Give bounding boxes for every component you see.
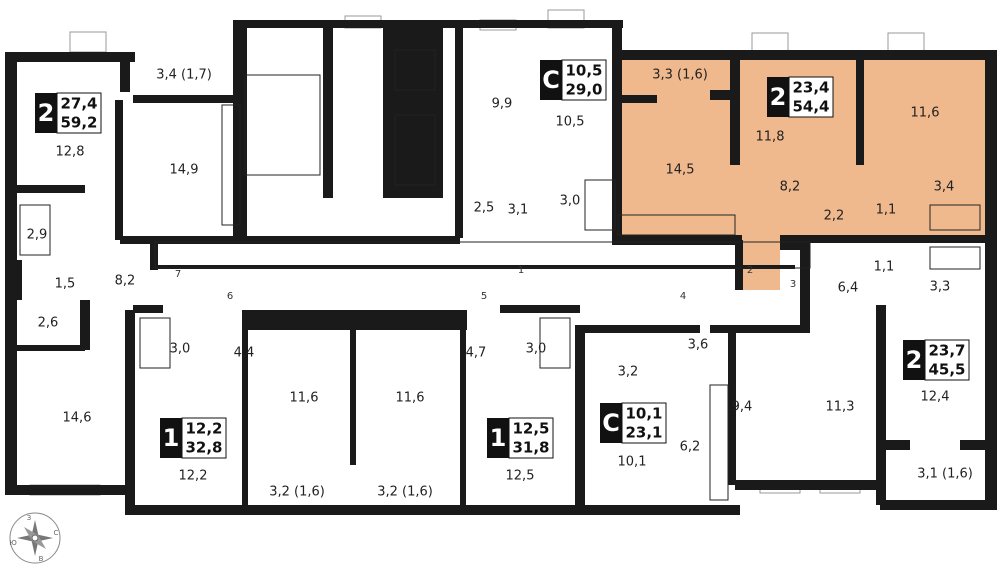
room-area: 11,6 bbox=[396, 391, 425, 406]
svg-text:С: С bbox=[542, 66, 560, 94]
svg-text:В: В bbox=[39, 555, 44, 563]
door-numbers: 1 2 3 4 5 6 7 bbox=[175, 265, 796, 302]
apartment-badge[interactable]: 1 12,2 32,8 bbox=[160, 417, 227, 459]
door-number: 5 bbox=[481, 291, 487, 302]
apartment-badge[interactable]: 2 23,7 45,5 bbox=[903, 339, 970, 381]
room-area: 2,6 bbox=[38, 316, 59, 331]
svg-text:1: 1 bbox=[163, 424, 180, 452]
room-area: 9,9 bbox=[492, 97, 513, 112]
room-area: 1,1 bbox=[874, 260, 895, 275]
svg-text:31,8: 31,8 bbox=[512, 439, 549, 457]
room-area: 14,6 bbox=[63, 411, 92, 426]
room-area: 10,1 bbox=[618, 455, 647, 470]
room-area: 2,2 bbox=[824, 209, 845, 224]
apartment-badge[interactable]: С 10,1 23,1 bbox=[600, 402, 667, 444]
room-area: 6,2 bbox=[680, 440, 701, 455]
svg-text:23,1: 23,1 bbox=[625, 424, 662, 442]
room-area: 1,5 bbox=[55, 277, 76, 292]
room-area: 11,3 bbox=[826, 400, 855, 415]
room-area: 11,6 bbox=[911, 106, 940, 121]
room-area: 9,4 bbox=[732, 400, 753, 415]
room-area: 11,6 bbox=[290, 391, 319, 406]
room-area: 14,9 bbox=[170, 163, 199, 178]
svg-text:45,5: 45,5 bbox=[928, 361, 965, 379]
room-area: 12,4 bbox=[921, 390, 950, 405]
room-area: 2,9 bbox=[27, 228, 48, 243]
svg-text:С: С bbox=[54, 529, 59, 537]
room-area: 3,2 bbox=[618, 365, 639, 380]
svg-text:27,4: 27,4 bbox=[60, 95, 97, 113]
svg-text:З: З bbox=[27, 514, 32, 522]
svg-text:32,8: 32,8 bbox=[185, 439, 222, 457]
room-area: 3,3 bbox=[930, 280, 951, 295]
room-area: 12,2 bbox=[179, 469, 208, 484]
door-number: 7 bbox=[175, 269, 181, 280]
room-area: 8,2 bbox=[780, 180, 801, 195]
room-area: 3,0 bbox=[560, 194, 581, 209]
room-area: 3,0 bbox=[526, 342, 547, 357]
svg-text:59,2: 59,2 bbox=[60, 114, 97, 132]
room-area: 3,3 (1,6) bbox=[652, 68, 708, 83]
door-number: 2 bbox=[747, 265, 753, 276]
door-number: 1 bbox=[518, 265, 524, 276]
room-area: 3,2 (1,6) bbox=[269, 485, 325, 500]
room-area: 3,6 bbox=[688, 338, 709, 353]
svg-text:2: 2 bbox=[906, 346, 923, 374]
svg-text:Ю: Ю bbox=[9, 539, 17, 547]
svg-text:12,5: 12,5 bbox=[512, 420, 549, 438]
svg-text:2: 2 bbox=[38, 99, 55, 127]
room-area: 3,4 bbox=[934, 180, 955, 195]
room-area: 14,5 bbox=[666, 163, 695, 178]
door-number: 6 bbox=[227, 291, 233, 302]
svg-text:23,4: 23,4 bbox=[792, 79, 829, 97]
door-number: 4 bbox=[680, 291, 686, 302]
apartment-badge[interactable]: 1 12,5 31,8 bbox=[487, 417, 554, 459]
walls bbox=[5, 20, 997, 515]
room-area: 4,4 bbox=[234, 346, 255, 361]
room-labels: 3,4 (1,7) 12,8 14,9 9,9 10,5 3,3 (1,6) 1… bbox=[27, 68, 973, 500]
room-area: 2,5 bbox=[474, 201, 495, 216]
room-area: 12,8 bbox=[56, 145, 85, 160]
svg-text:С: С bbox=[602, 409, 620, 437]
room-area: 3,1 (1,6) bbox=[917, 467, 973, 482]
room-area: 10,5 bbox=[556, 115, 585, 130]
svg-text:10,5: 10,5 bbox=[565, 62, 602, 80]
apartment-badge[interactable]: 2 23,4 54,4 bbox=[767, 76, 834, 118]
svg-text:1: 1 bbox=[490, 424, 507, 452]
svg-text:10,1: 10,1 bbox=[625, 405, 662, 423]
door-number: 3 bbox=[790, 279, 796, 290]
room-area: 3,4 (1,7) bbox=[156, 68, 212, 83]
svg-text:2: 2 bbox=[770, 83, 787, 111]
room-area: 1,1 bbox=[876, 203, 897, 218]
apartment-badge[interactable]: 2 27,4 59,2 bbox=[35, 92, 102, 134]
room-area: 8,2 bbox=[115, 274, 136, 289]
room-area: 11,8 bbox=[756, 130, 785, 145]
room-area: 3,2 (1,6) bbox=[377, 485, 433, 500]
room-area: 3,1 bbox=[508, 203, 529, 218]
room-area: 6,4 bbox=[838, 281, 859, 296]
svg-text:29,0: 29,0 bbox=[565, 81, 602, 99]
interior-lines bbox=[19, 49, 981, 501]
room-area: 3,0 bbox=[170, 342, 191, 357]
svg-text:12,2: 12,2 bbox=[185, 420, 222, 438]
room-area: 12,5 bbox=[506, 469, 535, 484]
compass-icon: З С В Ю bbox=[9, 512, 61, 564]
room-area: 4,7 bbox=[466, 346, 487, 361]
svg-text:54,4: 54,4 bbox=[792, 98, 829, 116]
highlighted-apartment[interactable] bbox=[617, 57, 985, 290]
svg-text:23,7: 23,7 bbox=[928, 342, 965, 360]
apartment-badge[interactable]: С 10,5 29,0 bbox=[540, 59, 607, 101]
